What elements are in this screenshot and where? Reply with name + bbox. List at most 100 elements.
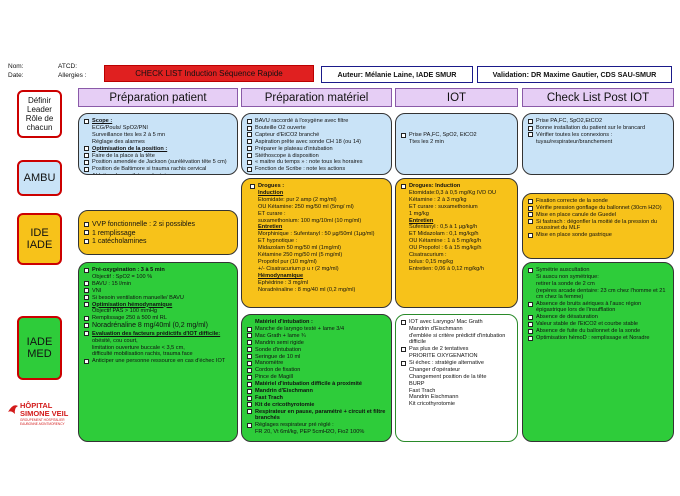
checkbox[interactable]	[84, 331, 89, 337]
checkbox[interactable]	[247, 326, 252, 332]
checkbox[interactable]	[528, 301, 533, 307]
checkbox[interactable]	[528, 232, 533, 238]
checklist-item[interactable]: Si fastrach : dégonfler la moitié de la …	[528, 219, 668, 232]
checklist-item[interactable]: Ablation des prothèses dentaires	[84, 173, 232, 174]
checkbox[interactable]	[401, 346, 406, 352]
checklist-item[interactable]: Absence de bruits aériques à l'ausc régi…	[528, 301, 668, 314]
checklist-item[interactable]: Drogues :	[250, 183, 386, 189]
checklist-item[interactable]: Manche de laryngo testé + lame 3/4	[247, 326, 386, 332]
checkbox[interactable]	[528, 219, 533, 225]
checklist-item[interactable]: Vérifier toutes les connexions :	[528, 132, 668, 138]
checkbox[interactable]	[528, 132, 533, 138]
checklist-item[interactable]: Noradrénaline 8 mg/40ml (0,2 mg/ml)	[84, 322, 232, 330]
checkbox[interactable]	[247, 340, 252, 346]
checkbox[interactable]	[247, 160, 252, 166]
checklist-item[interactable]: Bonne installation du patient sur le bra…	[528, 125, 668, 131]
checklist-item[interactable]: Drogues: Induction	[401, 183, 512, 189]
checkbox[interactable]	[528, 314, 533, 320]
checklist-item[interactable]: Mandrin d'Eischmann	[247, 388, 386, 394]
checkbox[interactable]	[84, 166, 89, 172]
checkbox[interactable]	[528, 335, 533, 341]
checklist-item[interactable]: Mise en place sonde gastrique	[528, 232, 668, 238]
checkbox[interactable]	[528, 125, 533, 131]
checkbox[interactable]	[247, 402, 252, 408]
checklist-item[interactable]: Aspiration prête avec sonde CH 18 (ou 14…	[247, 139, 386, 145]
checkbox[interactable]	[84, 295, 89, 301]
checklist-item[interactable]: Position amendée de Jackson (surélévatio…	[84, 159, 232, 165]
checklist-item[interactable]: Scope :	[84, 118, 232, 124]
checklist-item[interactable]: Si besoin ventilation manuelle/ BAVU	[84, 295, 232, 301]
checkbox[interactable]	[84, 322, 89, 328]
checklist-item[interactable]: Fast Trach	[247, 395, 386, 401]
checkbox[interactable]	[247, 422, 252, 428]
checkbox[interactable]	[84, 267, 89, 273]
checklist-item[interactable]: Faire de la place à la tête	[84, 153, 232, 159]
checklist-item[interactable]: Si échec : stratégie alternative	[401, 360, 512, 366]
checkbox[interactable]	[528, 321, 533, 327]
checklist-item[interactable]: Mise en place canule de Guedel	[528, 212, 668, 218]
checklist-item[interactable]: Pince de Magill	[247, 374, 386, 380]
checkbox[interactable]	[84, 288, 89, 294]
checklist-item[interactable]: Valeur stable de l'EtCO2 et courbe stabl…	[528, 321, 668, 327]
checkbox[interactable]	[247, 374, 252, 380]
checklist-item[interactable]: Mac Grath + lame ¾	[247, 333, 386, 339]
checklist-item[interactable]: Prise PA,FC, SpO2, EtCO2	[401, 132, 512, 138]
checkbox[interactable]	[84, 153, 89, 159]
checkbox[interactable]	[528, 118, 533, 124]
checkbox[interactable]	[84, 146, 89, 152]
checklist-item[interactable]: 1 catécholamines	[84, 238, 232, 246]
checkbox[interactable]	[247, 395, 252, 401]
checklist-item[interactable]: Kit de cricothyrotomie	[247, 402, 386, 408]
checklist-item[interactable]: Stéthoscope à disposition	[247, 153, 386, 159]
checklist-item[interactable]: Optimisation hémodynamique	[84, 302, 232, 308]
checkbox[interactable]	[247, 361, 252, 367]
checklist-item[interactable]: Manomètre	[247, 360, 386, 366]
checkbox[interactable]	[247, 139, 252, 145]
checklist-item[interactable]: VVP fonctionnelle : 2 si possibles	[84, 221, 232, 229]
checklist-item[interactable]: BAVU raccordé à l'oxygène avec filtre	[247, 118, 386, 124]
checkbox[interactable]	[84, 173, 89, 174]
checklist-item[interactable]: Bouteille O2 ouverte	[247, 125, 386, 131]
checklist-item[interactable]: Prise PA,FC, SpO2,EtCO2	[528, 118, 668, 124]
checkbox[interactable]	[528, 198, 533, 204]
checkbox[interactable]	[401, 183, 406, 189]
checkbox[interactable]	[84, 230, 89, 236]
checkbox[interactable]	[401, 319, 406, 325]
checklist-item[interactable]: 1 remplissage	[84, 230, 232, 238]
checkbox[interactable]	[528, 205, 533, 211]
checkbox[interactable]	[401, 360, 406, 366]
checkbox[interactable]	[247, 381, 252, 387]
checklist-item[interactable]: VNI	[84, 288, 232, 294]
checklist-item[interactable]: Absence de fuite du ballonnet de la sond…	[528, 328, 668, 334]
checklist-item[interactable]: « maitre du temps » : note tous les hora…	[247, 159, 386, 165]
checkbox[interactable]	[247, 146, 252, 152]
checkbox[interactable]	[401, 132, 406, 138]
checklist-item[interactable]: Vérifie pression gonflage du ballonnet (…	[528, 205, 668, 211]
checkbox[interactable]	[247, 409, 252, 415]
checkbox[interactable]	[247, 153, 252, 159]
checkbox[interactable]	[247, 354, 252, 360]
checkbox[interactable]	[247, 347, 252, 353]
checkbox[interactable]	[84, 281, 89, 287]
checkbox[interactable]	[528, 328, 533, 334]
checklist-item[interactable]: Seringue de 10 ml	[247, 354, 386, 360]
checkbox[interactable]	[247, 166, 252, 172]
checklist-item[interactable]: Symétrie auscultation	[528, 267, 668, 273]
checkbox[interactable]	[528, 212, 533, 218]
checkbox[interactable]	[84, 358, 89, 364]
checkbox[interactable]	[247, 333, 252, 339]
checklist-item[interactable]: Mandrin semi rigide	[247, 340, 386, 346]
checklist-item[interactable]: Capteur d'EtCO2 branché	[247, 132, 386, 138]
checklist-item[interactable]: Absence de désaturation	[528, 314, 668, 320]
checkbox[interactable]	[528, 267, 533, 273]
checklist-item[interactable]: Anticiper une personne ressource en cas …	[84, 358, 232, 364]
checkbox[interactable]	[84, 160, 89, 166]
checklist-item[interactable]: Respirateur en pause, paramétré + circui…	[247, 409, 386, 422]
checklist-item[interactable]: Sonde d'intubation	[247, 347, 386, 353]
checklist-item[interactable]: Matériel d'intubation difficile à proxim…	[247, 381, 386, 387]
checkbox[interactable]	[84, 238, 89, 244]
checklist-item[interactable]: Optimisation de la position :	[84, 146, 232, 152]
checklist-item[interactable]: Pré-oxygénation : 3 à 5 min	[84, 267, 232, 273]
checklist-item[interactable]: Optimisation hémoD : remplissage et Nora…	[528, 335, 668, 341]
checkbox[interactable]	[84, 118, 89, 124]
